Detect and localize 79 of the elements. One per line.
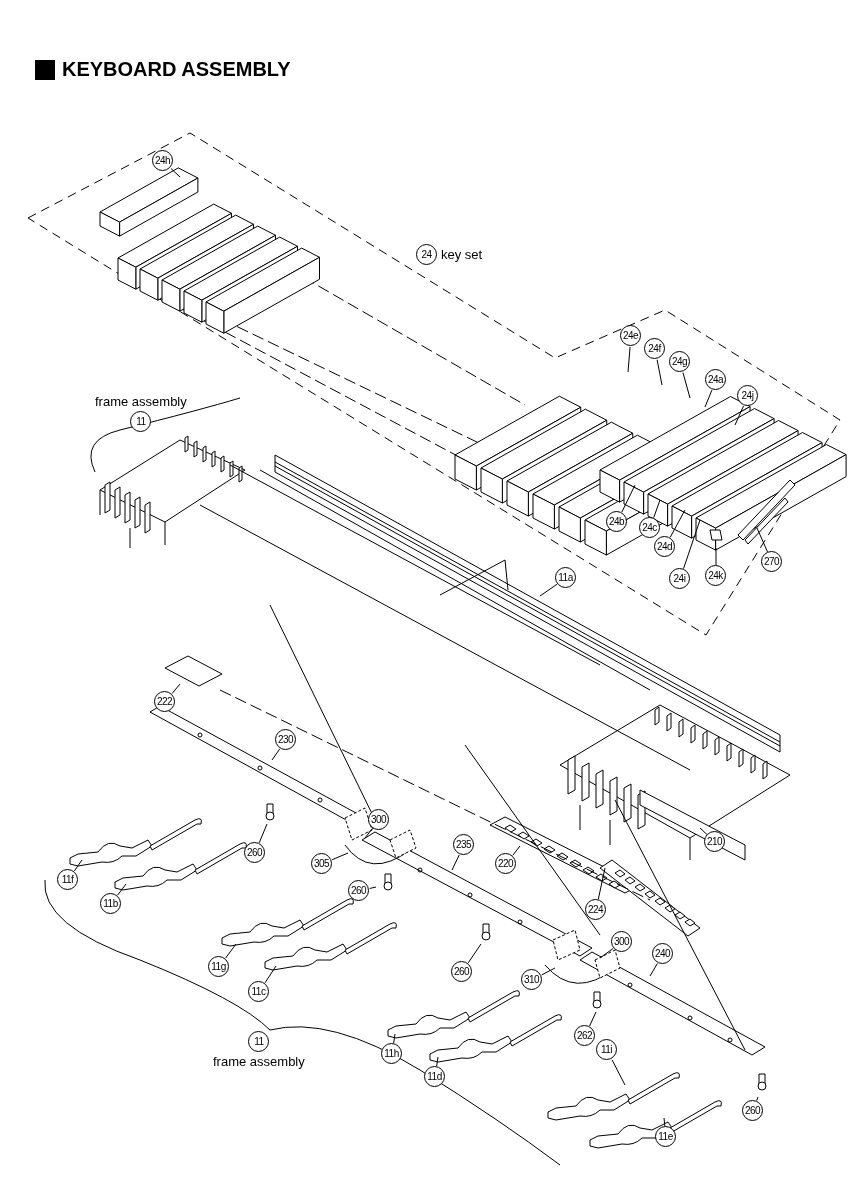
callout-number: 24g: [669, 351, 690, 372]
leader-line: [271, 748, 281, 761]
callout-number: 11e: [655, 1126, 676, 1147]
leader-line: [331, 852, 349, 861]
leader-line: [756, 527, 769, 553]
leader-line: [683, 519, 701, 570]
callout-number: 305: [311, 853, 332, 874]
callout-number: 24i: [669, 568, 690, 589]
callout-number: 11d: [424, 1066, 445, 1087]
callout-number: 11a: [555, 567, 576, 588]
leader-line: [225, 943, 237, 959]
leader-line: [715, 547, 717, 566]
leader-line: [599, 947, 614, 959]
callout-number: 24e: [620, 325, 641, 346]
leader-line: [541, 967, 556, 976]
leader-line: [264, 965, 277, 984]
leader-line: [467, 943, 482, 964]
callout-number: 260: [451, 961, 472, 982]
leader-line: [369, 886, 377, 889]
callout-number: 260: [742, 1100, 763, 1121]
callout-number: 11i: [596, 1039, 617, 1060]
callout-number: 260: [244, 842, 265, 863]
leader-line: [699, 827, 708, 835]
callout-number: 11c: [248, 981, 269, 1002]
callout-number: 11b: [100, 893, 121, 914]
callout-number: 11g: [208, 956, 229, 977]
callout-number: 11h: [381, 1043, 402, 1064]
part-name: key set: [441, 246, 483, 262]
callout-number: 270: [761, 551, 782, 572]
callout-number: 300: [611, 931, 632, 952]
leader-line: [734, 405, 744, 426]
leader-line: [656, 359, 663, 386]
callout-number: 24h: [152, 150, 173, 171]
part-name: frame assembly: [213, 1054, 305, 1069]
callout-number: 11: [248, 1031, 270, 1052]
callout-number: 310: [521, 969, 542, 990]
callout-number: 24j: [737, 385, 758, 406]
leader-line: [258, 823, 268, 844]
leader-line: [539, 583, 558, 597]
leader-line: [627, 346, 631, 373]
callout-number: 11: [130, 411, 152, 432]
callout-number: 230: [275, 729, 296, 750]
leader-line: [669, 509, 686, 538]
leader-line: [597, 867, 606, 900]
callout-number: 224: [585, 899, 606, 920]
leader-line: [649, 962, 658, 977]
page-title: KEYBOARD ASSEMBLY: [62, 58, 291, 81]
callout-number: 11f: [57, 869, 78, 890]
leader-line: [611, 1059, 626, 1086]
callout-number: 24k: [705, 565, 726, 586]
callout-number: 24a: [705, 369, 726, 390]
callout-number: 300: [368, 809, 389, 830]
callout-number: 24d: [654, 536, 675, 557]
leader-line: [589, 1011, 597, 1027]
part-name: frame assembly: [95, 394, 187, 409]
callout-number: 262: [574, 1025, 595, 1046]
leader-line: [117, 883, 127, 896]
callout-number: 222: [154, 691, 175, 712]
callout-number: 24: [416, 243, 437, 265]
callout-number: 260: [348, 880, 369, 901]
leader-line: [663, 1117, 666, 1127]
leader-line: [451, 854, 460, 871]
callout-number: 24f: [644, 338, 665, 359]
leader-line: [171, 683, 181, 695]
leader-line: [704, 389, 713, 408]
callout-number: 235: [453, 834, 474, 855]
leader-line: [682, 372, 691, 399]
callout-number: 240: [652, 943, 673, 964]
leader-line: [73, 859, 83, 872]
leader-line: [170, 168, 181, 178]
leader-line: [436, 1056, 439, 1067]
leader-line: [512, 845, 521, 856]
leader-line: [364, 828, 373, 839]
leader-line: [621, 484, 636, 513]
leader-line: [653, 499, 661, 519]
leader-line: [393, 1033, 396, 1044]
callout-number: 210: [704, 831, 725, 852]
callout-number: 220: [495, 853, 516, 874]
leader-line: [756, 1096, 759, 1102]
